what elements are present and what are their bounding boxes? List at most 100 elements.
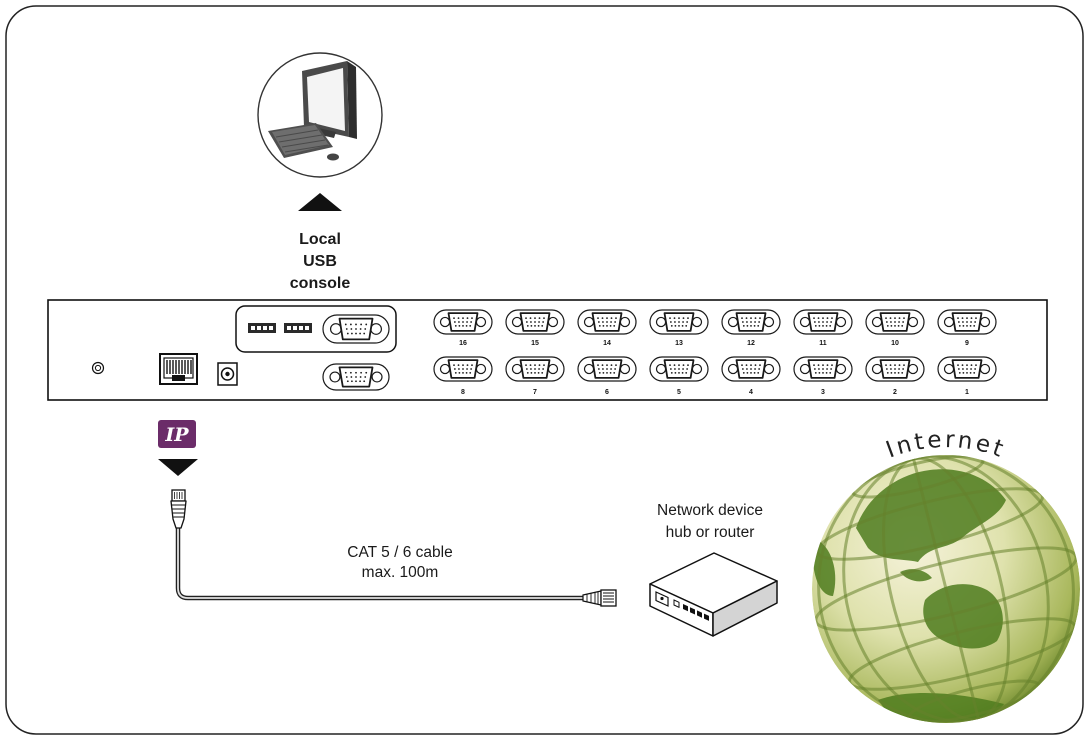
vga-pin <box>966 368 968 370</box>
vga-pin <box>962 321 964 323</box>
vga-pin <box>355 376 357 378</box>
vga-pin <box>885 364 887 366</box>
vga-pin <box>670 372 673 374</box>
vga-pin <box>610 368 612 370</box>
port-number-label: 15 <box>531 340 539 347</box>
vga-pin <box>344 323 347 326</box>
vga-aux-port <box>322 363 390 391</box>
vga-pin <box>525 368 528 370</box>
vga-pin <box>466 368 468 370</box>
vga-pin <box>345 376 348 378</box>
vga-pin <box>818 321 820 323</box>
vga-pin <box>538 368 540 370</box>
vga-pin <box>530 325 533 327</box>
rj45-plug-icon <box>582 589 617 607</box>
vga-pin <box>969 372 972 374</box>
vga-pin <box>826 364 829 366</box>
vga-pin <box>814 372 817 374</box>
vga-pin <box>466 321 468 323</box>
vga-pin <box>674 325 677 327</box>
vga-pin <box>673 317 676 319</box>
port-number-label: 5 <box>677 389 681 396</box>
vga-pin <box>962 368 964 370</box>
vga-pin <box>606 317 608 319</box>
rj45-lan-port <box>159 353 198 385</box>
vga-pin <box>957 317 959 319</box>
vga-pin <box>597 317 599 319</box>
vga-pin <box>466 317 469 319</box>
vga-pin <box>458 321 460 323</box>
vga-pin <box>454 372 457 374</box>
vga-pin <box>831 317 833 319</box>
vga-pin <box>457 317 460 319</box>
vga-pin <box>530 321 532 323</box>
vga-pin <box>669 321 672 323</box>
vga-pin <box>817 317 820 319</box>
vga-pin <box>957 364 959 366</box>
vga-pin <box>471 364 473 366</box>
vga-pin <box>829 372 832 374</box>
power-jack-icon <box>217 362 238 386</box>
vga-pin <box>898 321 900 323</box>
vga-pin <box>897 325 900 327</box>
vga-pin <box>601 364 604 366</box>
screw-icon <box>763 363 775 375</box>
vga-pin <box>615 364 617 366</box>
vga-pin <box>957 368 960 370</box>
screw-icon <box>871 363 883 375</box>
screw-icon <box>799 363 811 375</box>
vga-pin <box>614 368 617 370</box>
vga-pin <box>606 321 608 323</box>
vga-port-1 <box>937 356 997 382</box>
screw-icon <box>619 316 631 328</box>
vga-pin <box>363 380 366 383</box>
vga-pin <box>462 317 464 319</box>
vga-pin <box>469 325 472 327</box>
vga-pin <box>678 321 680 323</box>
vga-pin <box>685 325 688 327</box>
vga-pin <box>813 364 815 366</box>
globe-icon <box>812 455 1080 723</box>
console-port-group <box>235 305 397 353</box>
vga-pin <box>453 321 456 323</box>
vga-pin <box>682 317 685 319</box>
vga-pin <box>681 325 684 327</box>
vga-pin <box>470 321 473 323</box>
screw-icon <box>583 363 595 375</box>
vga-pin <box>889 317 892 319</box>
port-number-label: 11 <box>819 340 827 347</box>
usb-port <box>284 323 312 333</box>
vga-pin <box>745 317 748 319</box>
vga-pin <box>542 321 545 323</box>
port-number-label: 14 <box>603 340 611 347</box>
vga-pin <box>817 364 820 366</box>
vga-pin <box>469 372 472 374</box>
vga-pin <box>597 364 599 366</box>
vga-pin <box>969 325 972 327</box>
vga-pin <box>610 321 612 323</box>
vga-pin <box>831 364 833 366</box>
vga-pin <box>602 321 604 323</box>
screw-icon <box>799 316 811 328</box>
vga-pin <box>890 368 892 370</box>
screw-icon <box>370 323 383 335</box>
vga-port-8 <box>433 356 493 382</box>
console-label-line: console <box>290 275 351 292</box>
vga-pin <box>826 317 829 319</box>
screw-icon <box>475 316 487 328</box>
vga-pin <box>355 323 357 326</box>
vga-pin <box>973 372 976 374</box>
vga-pin <box>898 364 901 366</box>
vga-port-5 <box>649 356 709 382</box>
cable-label-line: max. 100m <box>362 564 439 581</box>
screw-icon <box>691 316 703 328</box>
port-number-label: 10 <box>891 340 899 347</box>
vga-pin <box>364 328 367 330</box>
port-number-label: 16 <box>459 340 467 347</box>
vga-pin <box>458 372 461 374</box>
vga-port-14 <box>577 309 637 335</box>
vga-pin <box>903 364 905 366</box>
port-number-label: 12 <box>747 340 755 347</box>
vga-pin <box>609 325 612 327</box>
